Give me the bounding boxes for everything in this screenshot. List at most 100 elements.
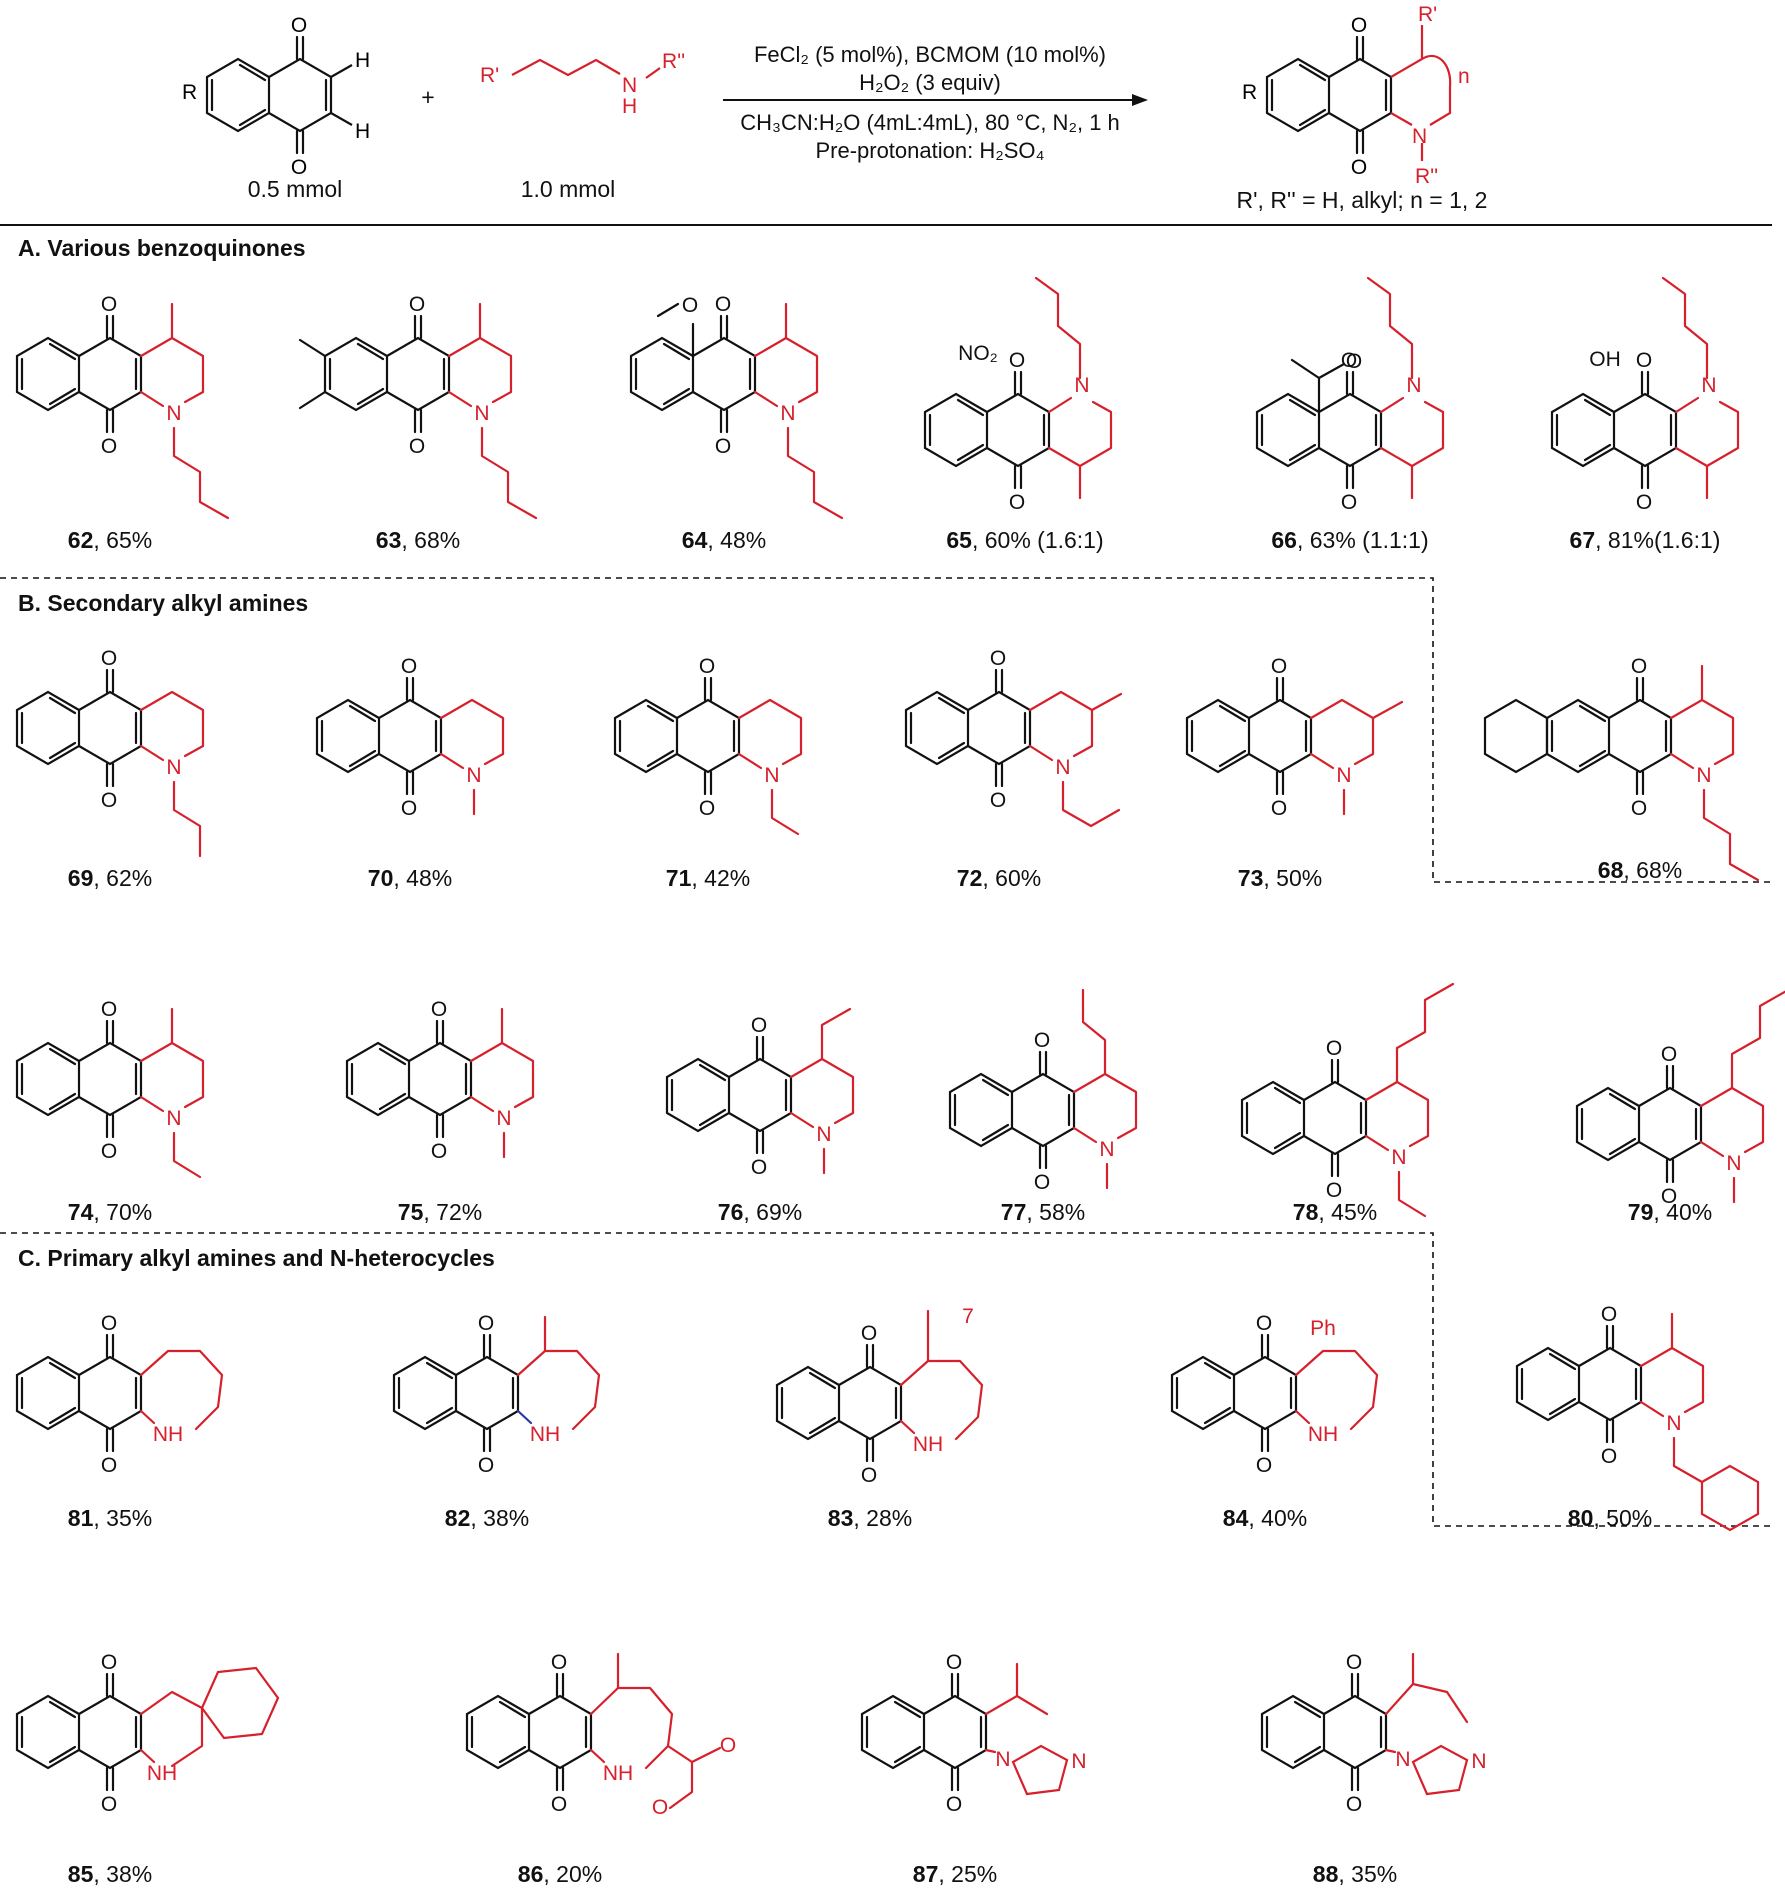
atom-o: O <box>1601 1303 1617 1326</box>
atom-o: O <box>101 647 117 670</box>
compound-yield: , 68% <box>401 527 460 553</box>
section-c-box-line <box>0 1232 1770 1527</box>
atom-o: O <box>101 293 117 316</box>
nitro-label: NO₂ <box>958 342 998 365</box>
atom-n: N <box>166 402 181 425</box>
compound-yield: , 48% <box>707 527 766 553</box>
compound-number: 68 <box>1598 857 1624 883</box>
atom-o: O <box>431 998 447 1021</box>
atom-o: O <box>861 1464 877 1487</box>
atom-n: N <box>816 1123 831 1146</box>
reactant2-amount: 1.0 mmol <box>521 176 616 202</box>
atom-o: O <box>101 1454 117 1477</box>
atom-o: O <box>990 647 1006 670</box>
compound-label-72: 72, 60% <box>957 865 1041 891</box>
compound-yield: , 48% <box>393 865 452 891</box>
compound-yield: , 38% <box>470 1505 529 1531</box>
atom-n: N <box>474 402 489 425</box>
atom-o: O <box>720 1734 736 1757</box>
atom-o: O <box>101 1793 117 1816</box>
reactant1-amount: 0.5 mmol <box>248 176 343 202</box>
compound-label-67: 67, 81%(1.6:1) <box>1570 527 1721 553</box>
atom-o: O <box>101 1140 117 1163</box>
compound-number: 78 <box>1293 1199 1319 1225</box>
product-substituent-note: R', R'' = H, alkyl; n = 1, 2 <box>1237 187 1488 213</box>
atom-o: O <box>1256 1312 1272 1335</box>
compound-structure-80: OON <box>1515 1303 1760 1532</box>
compound-number: 86 <box>518 1861 544 1887</box>
atom-o: O <box>409 293 425 316</box>
atom-h: H <box>355 120 370 143</box>
atom-n: N <box>496 1107 511 1130</box>
compound-number: 71 <box>666 865 692 891</box>
atom-o: O <box>101 789 117 812</box>
atom-o: O <box>478 1454 494 1477</box>
compound-structure-68: OON <box>1483 655 1760 882</box>
atom-o: O <box>715 435 731 458</box>
atom-n: N <box>995 1748 1010 1771</box>
compound-label-65: 65, 60% (1.6:1) <box>946 527 1103 553</box>
compound-yield: , 25% <box>938 1861 997 1887</box>
atom-o: O <box>682 294 698 317</box>
atom-o: O <box>1601 1445 1617 1468</box>
atom-o: O <box>1346 350 1362 373</box>
compound-yield: , 35% <box>1338 1861 1397 1887</box>
compound-label-70: 70, 48% <box>368 865 452 891</box>
compound-yield: , 58% <box>1026 1199 1085 1225</box>
compound-yield: , 38% <box>93 1861 152 1887</box>
product-general: N R' R'' n O O R <box>1242 3 1470 188</box>
compound-label-85: 85, 38% <box>68 1861 152 1887</box>
compound-number: 64 <box>682 527 708 553</box>
atom-o: O <box>1326 1037 1342 1060</box>
compound-structure-76: OON <box>665 1007 855 1179</box>
atom-o: O <box>1271 655 1287 678</box>
compound-label-82: 82, 38% <box>445 1505 529 1531</box>
atom-o: O <box>1636 491 1652 514</box>
compound-structure-73: OON <box>1185 655 1404 820</box>
atom-nh: NH <box>530 1423 560 1446</box>
atom-o: O <box>1661 1043 1677 1066</box>
compound-yield: , 40% <box>1248 1505 1307 1531</box>
atom-n: N <box>1412 125 1427 148</box>
compound-structure-78: OON <box>1240 982 1455 1218</box>
atom-o: O <box>990 789 1006 812</box>
atom-nh: NH <box>153 1423 183 1446</box>
atom-r: R <box>182 81 197 104</box>
atom-r-double-prime: R'' <box>1415 165 1438 188</box>
compound-label-76: 76, 69% <box>718 1199 802 1225</box>
compound-structure-74: OON <box>15 998 205 1179</box>
atom-o: O <box>946 1793 962 1816</box>
compound-number: 77 <box>1001 1199 1027 1225</box>
plus-sign: + <box>421 84 434 110</box>
atom-n: N <box>1701 374 1716 397</box>
atom-o: O <box>401 655 417 678</box>
atom-o: O <box>1271 797 1287 820</box>
atom-o: O <box>1326 1179 1342 1202</box>
reaction-header: O O H H R 0.5 mmol + R' N H R'' 1.0 mmol… <box>182 3 1487 213</box>
compound-number: 70 <box>368 865 394 891</box>
compound-label-78: 78, 45% <box>1293 1199 1377 1225</box>
compound-number: 73 <box>1238 865 1264 891</box>
atom-n: N <box>1726 1152 1741 1175</box>
atom-o: O <box>478 1312 494 1335</box>
atom-n: N <box>1099 1138 1114 1161</box>
atom-o: O <box>652 1796 668 1819</box>
atom-o: O <box>699 655 715 678</box>
atom-o: O <box>551 1651 567 1674</box>
atom-n: N <box>466 764 481 787</box>
compound-structure-79: OON <box>1575 990 1785 1208</box>
atom-n: N <box>622 74 637 97</box>
atom-o: O <box>861 1322 877 1345</box>
atom-n: N <box>1074 374 1089 397</box>
compound-yield: , 69% <box>743 1199 802 1225</box>
atom-nh: NH <box>1308 1423 1338 1446</box>
